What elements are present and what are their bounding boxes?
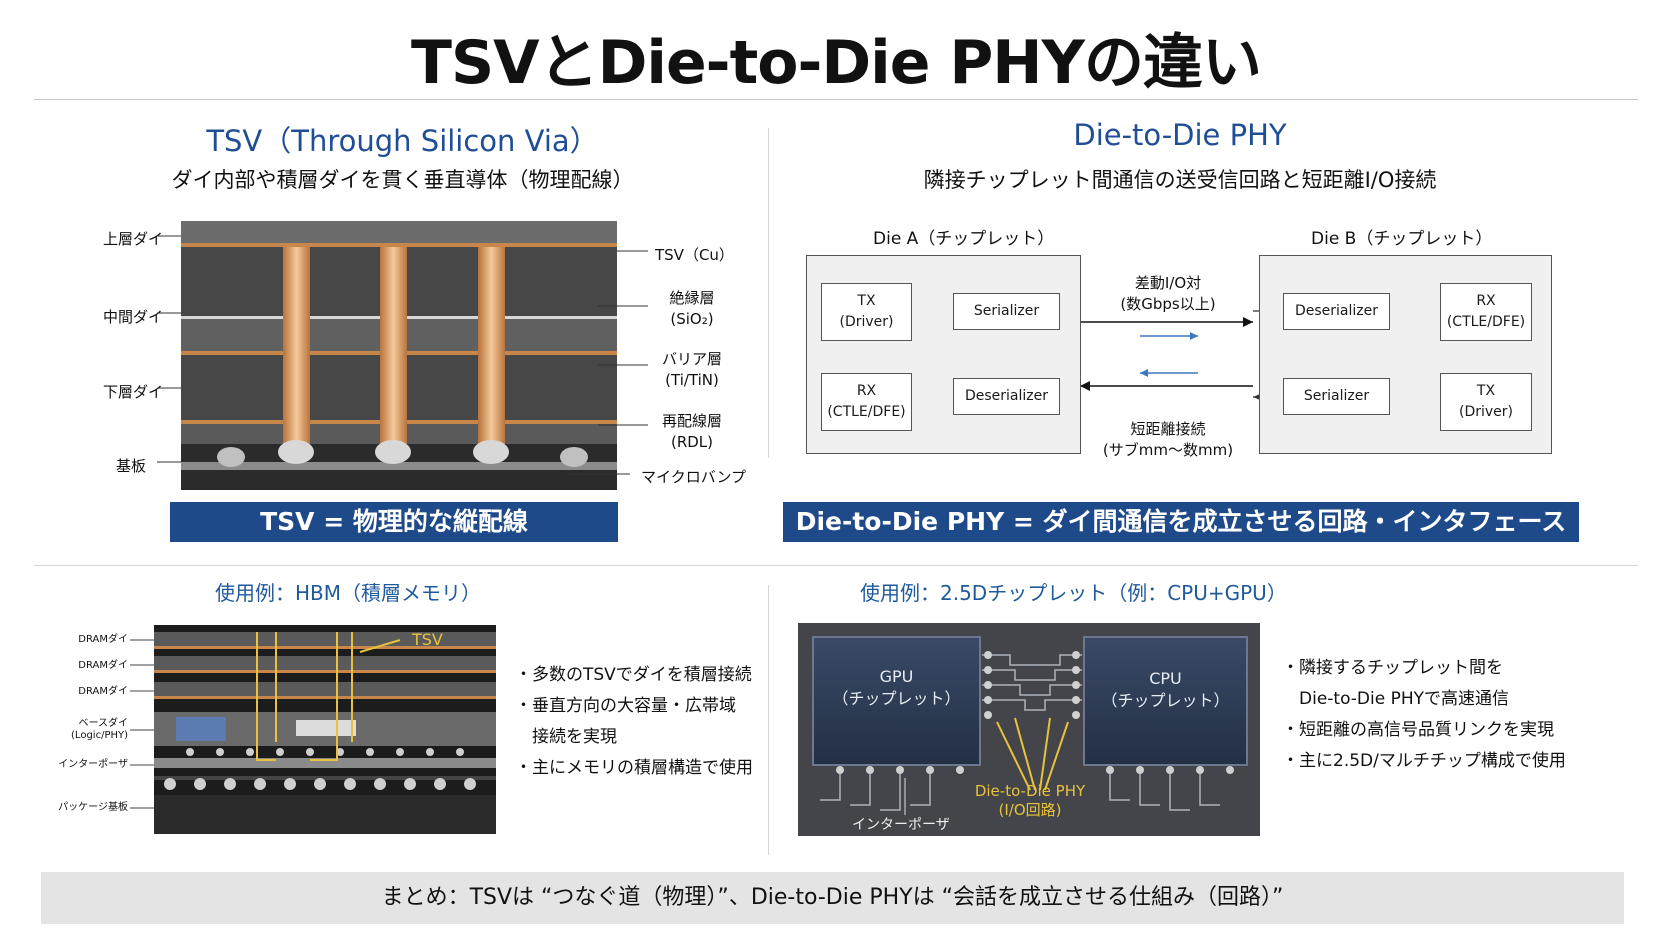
hbm-title: 使用例：HBM（積層メモリ） xyxy=(215,581,482,605)
page-title: TSVとDie-to-Die PHYの違い xyxy=(411,28,1262,98)
hbm-label-base-die: ベースダイ(Logic/PHY) xyxy=(71,718,128,741)
die-a-deserializer: Deserializer xyxy=(953,378,1060,415)
label-upper-die: 上層ダイ xyxy=(103,230,164,248)
label-rdl: 再配線層(RDL) xyxy=(661,412,722,451)
tsv-section-subtitle: ダイ内部や積層ダイを貫く垂直導体（物理配線） xyxy=(171,168,634,192)
tsv-section-title: TSV（Through Silicon Via） xyxy=(206,124,599,158)
gpu-label: GPU（チップレット） xyxy=(832,667,961,708)
chiplet-title: 使用例：2.5Dチップレット（例：CPU+GPU） xyxy=(860,581,1287,605)
label-substrate: 基板 xyxy=(116,457,147,475)
hbm-label-package: パッケージ基板 xyxy=(58,802,128,813)
tsv-via-2 xyxy=(380,247,407,444)
hbm-label-dram-2: DRAMダイ xyxy=(78,660,128,671)
cpu-label: CPU（チップレット） xyxy=(1101,669,1230,710)
die-a-tx-driver: TX(Driver) xyxy=(821,283,912,341)
chiplet-bullets: ・隣接するチップレット間を Die-to-Die PHYで高速通信 ・短距離の高… xyxy=(1282,658,1566,771)
label-tsv-cu: TSV（Cu） xyxy=(655,246,734,264)
die-a-serializer: Serializer xyxy=(953,293,1060,330)
phy-label: Die-to-Die PHY(I/O回路) xyxy=(974,782,1086,819)
d2d-section-subtitle: 隣接チップレット間通信の送受信回路と短距離I/O接続 xyxy=(923,168,1437,192)
link-top-label: 差動I/O対(数Gbps以上) xyxy=(1120,274,1216,313)
label-lower-die: 下層ダイ xyxy=(103,383,164,401)
die-a-rx-ctle: RX(CTLE/DFE) xyxy=(821,373,912,431)
label-barrier: バリア層(Ti/TiN) xyxy=(661,350,722,389)
hbm-bullets: ・多数のTSVでダイを積層接続 ・垂直方向の大容量・広帯域 接続を実現 ・主にメ… xyxy=(515,665,753,778)
hbm-label-dram-3: DRAMダイ xyxy=(78,686,128,697)
link-bottom-label: 短距離接続(サブmm〜数mm) xyxy=(1102,420,1234,459)
hbm-label-dram-1: DRAMダイ xyxy=(78,634,128,645)
label-microbump: マイクロバンプ xyxy=(641,468,747,486)
interposer-label: インターポーザ xyxy=(852,817,950,833)
die-b-rx-ctle: RX(CTLE/DFE) xyxy=(1440,283,1532,341)
d2d-banner: Die-to-Die PHY = ダイ間通信を成立させる回路・インタフェース xyxy=(783,502,1579,542)
die-b-serializer: Serializer xyxy=(1283,378,1390,415)
tsv-banner: TSV = 物理的な縦配線 xyxy=(170,502,618,542)
summary-bar: まとめ：TSVは “つなぐ道（物理）”、Die-to-Die PHYは “会話を… xyxy=(41,872,1624,924)
label-middle-die: 中間ダイ xyxy=(103,308,164,326)
label-insulator: 絶縁層(SiO₂) xyxy=(669,289,715,328)
divider-vertical-lower xyxy=(768,585,769,855)
tsv-via-3 xyxy=(478,247,505,444)
divider-vertical-upper xyxy=(768,128,769,458)
divider-top xyxy=(34,99,1638,100)
tsv-via-1 xyxy=(283,247,310,444)
die-a-title: Die A（チップレット） xyxy=(873,229,1055,249)
die-b-title: Die B（チップレット） xyxy=(1311,229,1493,249)
die-b-deserializer: Deserializer xyxy=(1283,293,1390,330)
hbm-label-interposer: インターポーザ xyxy=(58,759,128,770)
divider-middle xyxy=(34,565,1638,566)
hbm-tsv-label: TSV xyxy=(412,630,443,649)
die-b-tx-driver: TX(Driver) xyxy=(1440,373,1532,431)
d2d-section-title: Die-to-Die PHY xyxy=(1073,118,1287,152)
gpu-chiplet xyxy=(812,636,981,766)
cpu-chiplet xyxy=(1083,636,1248,766)
